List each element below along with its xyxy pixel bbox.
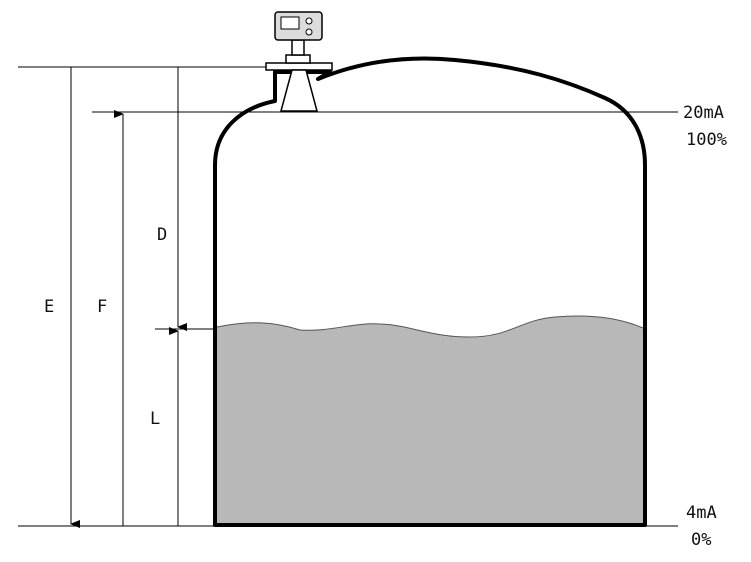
label-top-current: 20mA [683, 103, 724, 123]
label-f: F [97, 297, 107, 317]
liquid-fill [217, 316, 643, 525]
label-e: E [44, 297, 54, 317]
radar-sensor-icon [265, 11, 333, 112]
label-bottom-percent: 0% [691, 530, 711, 550]
label-l: L [150, 409, 160, 429]
label-bottom-current: 4mA [686, 503, 717, 523]
tank-outline [213, 56, 647, 527]
label-top-percent: 100% [686, 130, 727, 150]
liquid-surface [216, 315, 644, 338]
label-d: D [157, 225, 167, 245]
